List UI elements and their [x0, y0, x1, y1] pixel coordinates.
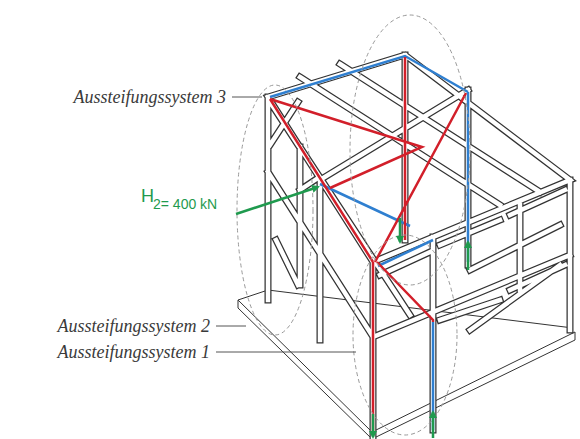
- force-value: 2= 400 kN: [153, 197, 217, 211]
- leader-line: [216, 97, 356, 352]
- system-label: Aussteifungssystem 1: [58, 343, 211, 361]
- bracing-blue: [270, 56, 468, 430]
- system-label: Aussteifungssystem 2: [58, 317, 211, 335]
- force-symbol: H: [141, 187, 154, 205]
- system-outline: [237, 15, 470, 435]
- steel-frame: [268, 55, 570, 437]
- force-arrow: [236, 187, 468, 438]
- system-label: Aussteifungssystem 3: [74, 88, 227, 106]
